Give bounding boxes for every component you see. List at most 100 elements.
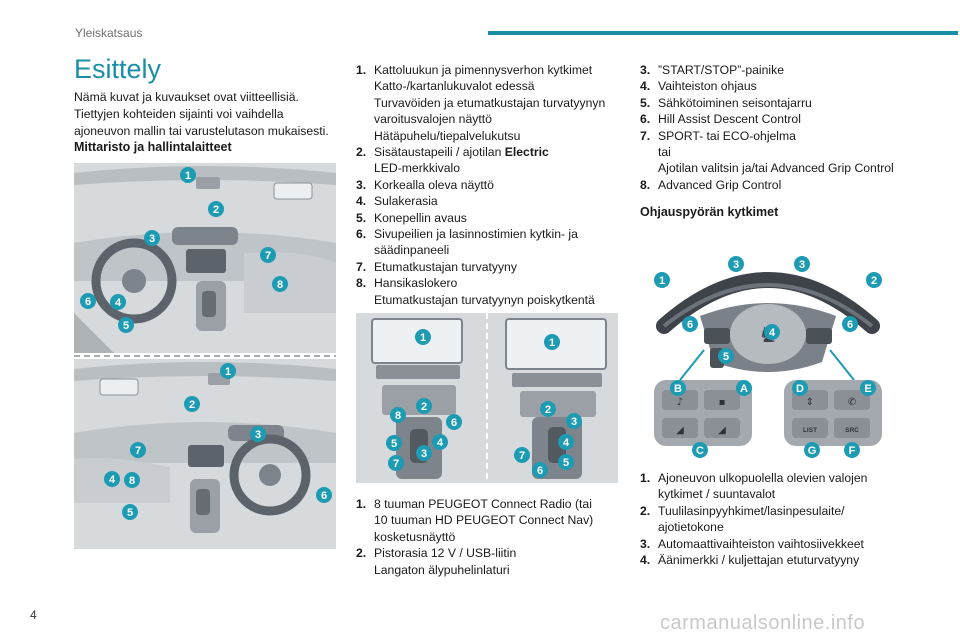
- list-item: 8. Advanced Grip Control: [640, 177, 940, 193]
- callout-label: 4: [437, 437, 444, 449]
- list-button-label: LIST: [803, 427, 817, 434]
- steering-callouts: 1 3 3 2 6 4 6 5 B A D E C G F: [654, 256, 882, 458]
- list-item: 4. Vaihteiston ohjaus: [640, 78, 940, 94]
- item-text: Konepellin avaus: [374, 210, 467, 225]
- item-number: 6.: [640, 112, 651, 127]
- callout-label: 4: [563, 437, 570, 449]
- item-text: Hätäpuhelu/tiepalvelukutsu: [374, 128, 521, 143]
- console-legend-list: 1. 8 tuuman PEUGEOT Connect Radio (tai 1…: [356, 496, 618, 578]
- item-text: Vaihteiston ohjaus: [658, 79, 757, 94]
- phone-icon: ✆: [848, 397, 856, 408]
- item-text: Sivupeilien ja lasinnostimien kytkin- ja: [374, 227, 578, 242]
- item-text: ”START/STOP”-painike: [658, 63, 784, 77]
- dashboard-heading: Mittaristo ja hallintalaitteet: [74, 140, 232, 154]
- item-text: Ajoneuvon ulkopuolella olevien valojen: [658, 471, 868, 485]
- item-number: 2.: [356, 145, 367, 160]
- callout-label: 5: [391, 438, 397, 450]
- steering-heading: Ohjauspyörän kytkimet: [640, 205, 779, 219]
- dashboard-illustration: 1 2 3 7 8 6 4 5 1 2 3 7 4 8 6 5: [74, 163, 336, 549]
- callout-label: F: [849, 445, 856, 457]
- callout-label: 5: [123, 320, 129, 332]
- item-number: 2.: [356, 546, 367, 561]
- item-text: Etumatkustajan turvatyynyn poiskytkentä: [374, 292, 595, 307]
- callout-label: 7: [393, 458, 399, 470]
- item-text: Sulakerasia: [374, 194, 438, 209]
- callout-label: D: [796, 383, 804, 395]
- item-text: SPORT- tai ECO-ohjelma: [658, 128, 796, 143]
- page-title: Esittely: [74, 54, 162, 84]
- callout-label: 4: [115, 297, 122, 309]
- item-number: 7.: [356, 259, 367, 274]
- voice-icon: ♪: [677, 397, 683, 408]
- list-item: 6. Hill Assist Descent Control: [640, 111, 940, 127]
- callout-label: 3: [149, 233, 155, 245]
- list-item: 4. Äänimerkki / kuljettajan etuturvatyyn…: [640, 552, 940, 568]
- item-number: 1.: [640, 471, 651, 485]
- callout-label: 8: [395, 410, 401, 422]
- list-item: 1. 8 tuuman PEUGEOT Connect Radio (tai 1…: [356, 496, 618, 545]
- item-number: 8.: [356, 276, 367, 291]
- callout-label: 6: [847, 319, 853, 331]
- callout-label: 4: [109, 474, 116, 486]
- callout-label: 3: [733, 259, 739, 271]
- item-number: 5.: [356, 210, 367, 225]
- item-number: 5.: [640, 95, 651, 110]
- list-item: 6. Sivupeilien ja lasinnostimien kytkin-…: [356, 226, 618, 259]
- item-text: Hansikaslokero: [374, 276, 458, 291]
- callout-label: 1: [659, 275, 665, 287]
- item-text: Pistorasia 12 V / USB-liitin: [374, 546, 517, 561]
- callout-label: 1: [420, 332, 426, 344]
- item-text: Ajotilan valitsin ja/tai Advanced Grip C…: [658, 161, 894, 176]
- item-text: kosketusnäyttö: [374, 529, 456, 544]
- item-text: säädinpaneeli: [374, 243, 450, 258]
- list-item: 1. Kattoluukun ja pimennysverhon kytkime…: [356, 62, 618, 144]
- console-figure: 1 2 8 6 4 5 3 7 1 2 3 4 7 5 6: [356, 313, 618, 483]
- callout-label: G: [808, 445, 817, 457]
- item-number: 7.: [640, 128, 651, 143]
- list-item: 4. Sulakerasia: [356, 193, 618, 209]
- item-text: varoitusvalojen näyttö: [374, 112, 492, 127]
- item-text: Sähkötoiminen seisontajarru: [658, 95, 812, 110]
- console-illustration: 1 2 8 6 4 5 3 7 1 2 3 4 7 5 6: [356, 313, 618, 483]
- intro-line: Tiettyjen kohteiden sijainti voi vaihdel…: [74, 107, 284, 121]
- list-item: 3. Korkealla oleva näyttö: [356, 177, 618, 193]
- list-item: 2. Sisätaustapeili / ajotilan Electric L…: [356, 144, 618, 177]
- callout-label: 3: [421, 448, 427, 460]
- item-text: tai: [658, 145, 671, 160]
- callout-label: 3: [255, 429, 261, 441]
- dashboard-legend-list: 1. Kattoluukun ja pimennysverhon kytkime…: [356, 62, 618, 308]
- list-item: 1. Ajoneuvon ulkopuolella olevien valoje…: [640, 470, 940, 503]
- item-text: Langaton älypuhelinlaturi: [374, 562, 510, 577]
- item-number: 3.: [356, 177, 367, 192]
- callout-label: 2: [189, 399, 195, 411]
- item-text: Turvavöiden ja etumatkustajan turvatyyny…: [374, 95, 606, 110]
- callout-label: 2: [421, 401, 427, 413]
- item-text: Sisätaustapeili / ajotilan Electric: [374, 144, 618, 160]
- callout-label: 4: [769, 327, 776, 339]
- steering-legend-list: 1. Ajoneuvon ulkopuolella olevien valoje…: [640, 470, 940, 568]
- item-number: 3.: [640, 63, 651, 77]
- item-number: 1.: [356, 497, 367, 511]
- callout-label: 1: [185, 170, 191, 182]
- item-text: ajotietokone: [658, 520, 724, 535]
- item-text-part: Sisätaustapeili / ajotilan: [374, 145, 505, 160]
- item-number: 4.: [640, 553, 651, 568]
- item-text: Tuulilasinpyyhkimet/lasinpesulaite/: [658, 503, 845, 518]
- list-item: 7. Etumatkustajan turvatyyny: [356, 259, 618, 275]
- callout-label: C: [696, 445, 704, 457]
- mute-icon: ▪: [719, 397, 726, 408]
- list-item: 8. Hansikaslokero Etumatkustajan turvaty…: [356, 275, 618, 308]
- header-rule: [488, 31, 958, 35]
- item-text: 10 tuuman HD PEUGEOT Connect Nav): [374, 513, 594, 528]
- item-text: LED-merkkivalo: [374, 161, 461, 176]
- item-text: Etumatkustajan turvatyyny: [374, 259, 517, 274]
- callout-label: 6: [321, 490, 327, 502]
- callout-label: 6: [85, 296, 91, 308]
- item-text: Automaattivaihteiston vaihtosiivekkeet: [658, 536, 864, 551]
- scroll-wheel-icon: ⇕: [806, 397, 814, 408]
- callout-label: 7: [519, 450, 525, 462]
- item-text-bold: Electric: [504, 145, 549, 160]
- item-number: 1.: [356, 63, 367, 77]
- callout-label: 1: [225, 366, 231, 378]
- page-number: 4: [30, 608, 37, 622]
